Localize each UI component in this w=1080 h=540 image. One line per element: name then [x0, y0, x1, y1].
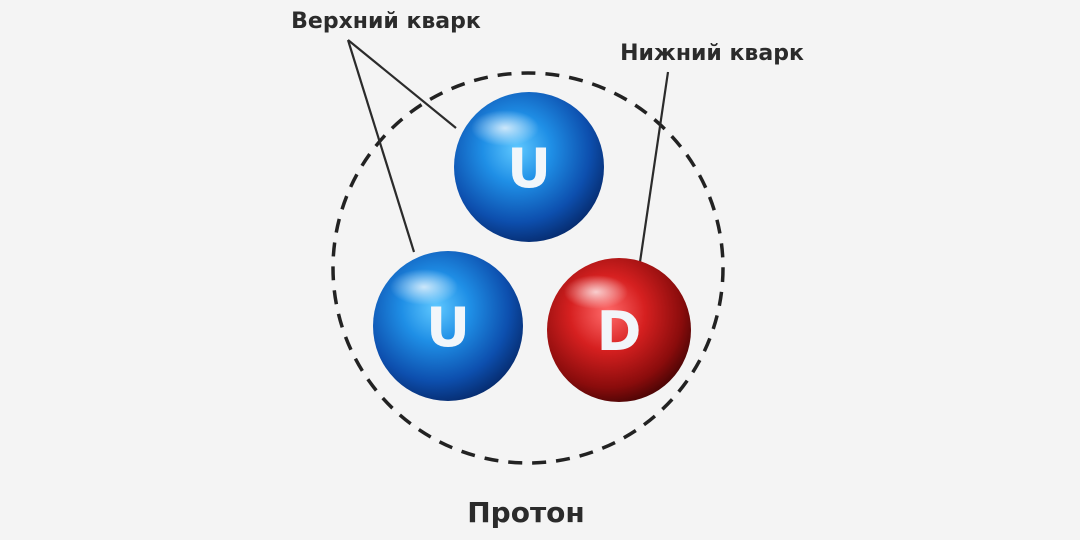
quark-letter: U	[426, 296, 470, 359]
quark-letter: U	[507, 137, 551, 200]
up-quark-bottom-left: U	[373, 251, 523, 401]
proton-label: Протон	[467, 496, 585, 529]
quark-letter: D	[597, 300, 642, 363]
quark-highlight	[564, 275, 628, 309]
proton-boundary	[331, 71, 725, 465]
leader-line-up-bottom	[346, 39, 416, 253]
quark-highlight	[471, 110, 539, 146]
down-quark-bottom-right: D	[547, 258, 691, 402]
up-quark-label: Верхний кварк	[291, 9, 481, 34]
leader-line-up-top	[347, 39, 457, 129]
leader-line-down	[638, 71, 670, 263]
quark-highlight	[390, 269, 458, 305]
down-quark-label: Нижний кварк	[620, 41, 804, 66]
up-quark-top: U	[454, 92, 604, 242]
up-quark-leader-lines	[346, 39, 457, 253]
